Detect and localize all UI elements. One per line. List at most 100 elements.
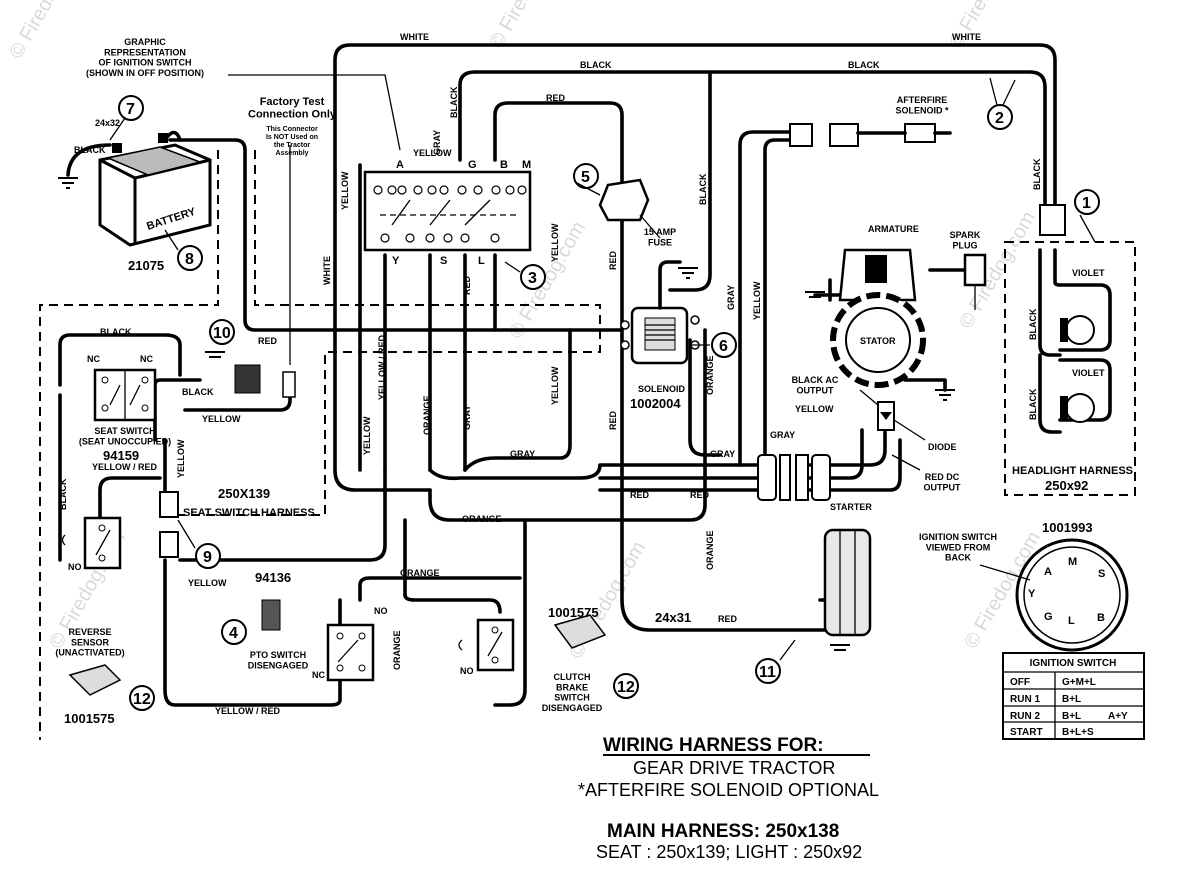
reverse-switch-schematic bbox=[61, 516, 122, 570]
label-line: BRAKE bbox=[556, 682, 588, 692]
svg-text:GRAY: GRAY bbox=[510, 449, 535, 459]
key-terminal-a: A bbox=[1044, 566, 1052, 578]
label-line: Connection Only bbox=[248, 109, 337, 121]
label-line: AFTERFIRE bbox=[897, 95, 948, 105]
label-line: FUSE bbox=[648, 237, 672, 247]
callout-5: 5 bbox=[573, 163, 599, 189]
svg-text:1: 1 bbox=[1082, 195, 1091, 212]
clutch-switch-schematic bbox=[458, 618, 515, 672]
solenoid-label: SOLENOID bbox=[638, 384, 686, 394]
svg-text:RED: RED bbox=[608, 250, 618, 270]
title-line3: *AFTERFIRE SOLENOID OPTIONAL bbox=[578, 780, 879, 800]
seat-harness-part: 250X139 bbox=[218, 486, 270, 501]
label-line: 15 AMP bbox=[644, 227, 676, 237]
watermark-text: © Firedog.com bbox=[5, 0, 90, 63]
svg-text:Y: Y bbox=[392, 255, 400, 267]
svg-text:BLACK: BLACK bbox=[74, 145, 106, 155]
ign-part: 1001993 bbox=[1042, 520, 1093, 535]
svg-text:YELLOW: YELLOW bbox=[752, 281, 762, 320]
svg-text:BLACK: BLACK bbox=[580, 60, 612, 70]
starter-label: STARTER bbox=[830, 502, 872, 512]
svg-text:10: 10 bbox=[213, 325, 231, 342]
harness-connector bbox=[757, 454, 831, 501]
svg-text:YELLOW: YELLOW bbox=[795, 404, 834, 414]
svg-text:ORANGE: ORANGE bbox=[705, 355, 715, 395]
title-line2: GEAR DRIVE TRACTOR bbox=[633, 758, 835, 778]
svg-text:START: START bbox=[1010, 727, 1043, 738]
seat-part: 94159 bbox=[103, 448, 139, 463]
svg-text:GRAY: GRAY bbox=[432, 130, 442, 155]
callouts: 1 2 3 4 5 6 7 8 9 10 11 12 12 bbox=[118, 95, 1100, 711]
label-line: SOLENOID * bbox=[895, 105, 949, 115]
diode bbox=[877, 401, 895, 431]
svg-text:BLACK: BLACK bbox=[182, 387, 214, 397]
svg-text:A: A bbox=[396, 159, 404, 171]
svg-text:24x32: 24x32 bbox=[95, 118, 120, 128]
label-line: PLUG bbox=[952, 240, 977, 250]
label-line: SENSOR bbox=[71, 637, 110, 647]
svg-text:RUN 2: RUN 2 bbox=[1010, 711, 1040, 722]
svg-text:GRAY: GRAY bbox=[770, 430, 795, 440]
ignition-key-view bbox=[1015, 538, 1129, 652]
svg-text:BLACK: BLACK bbox=[1028, 388, 1038, 420]
ground-symbols bbox=[58, 177, 955, 651]
callout-1: 1 bbox=[1074, 189, 1100, 215]
svg-text:YELLOW: YELLOW bbox=[413, 148, 452, 158]
svg-text:BLACK: BLACK bbox=[449, 86, 459, 118]
ignition-switch-graphic: A G B M Y S L YELLOW bbox=[363, 148, 532, 267]
svg-text:YELLOW: YELLOW bbox=[202, 414, 241, 424]
svg-text:9: 9 bbox=[203, 549, 212, 566]
svg-text:RED: RED bbox=[546, 93, 566, 103]
component-pictures bbox=[68, 364, 872, 696]
svg-text:S: S bbox=[440, 255, 447, 267]
callout-12-reverse: 12 bbox=[129, 685, 155, 711]
main-harness: MAIN HARNESS: 250x138 bbox=[607, 821, 839, 842]
svg-text:YELLOW: YELLOW bbox=[362, 416, 372, 455]
ignition-switch-table: IGNITION SWITCH OFF G+M+L RUN 1 B+L RUN … bbox=[1002, 652, 1145, 740]
svg-text:YELLOW / RED: YELLOW / RED bbox=[92, 462, 158, 472]
svg-text:ORANGE: ORANGE bbox=[462, 514, 502, 524]
seat-switch-label: SEAT SWITCH(SEAT UNOCCUPIED) bbox=[79, 426, 171, 446]
svg-text:12: 12 bbox=[617, 679, 635, 696]
label-line: OF IGNITION SWITCH bbox=[99, 58, 192, 68]
label-line: DISENGAGED bbox=[542, 703, 603, 713]
svg-text:NC: NC bbox=[87, 354, 100, 364]
armature bbox=[838, 248, 987, 310]
clutch-part: 1001575 bbox=[548, 605, 599, 620]
headlight-harness-label: HEADLIGHT HARNESS bbox=[1012, 465, 1133, 477]
seat-harness-label: SEAT SWITCH HARNESS bbox=[183, 507, 315, 519]
svg-text:RED: RED bbox=[690, 490, 710, 500]
svg-text:2: 2 bbox=[995, 110, 1004, 127]
label-line: This Connector bbox=[266, 126, 318, 133]
svg-text:ORANGE: ORANGE bbox=[422, 395, 432, 435]
armature-label: ARMATURE bbox=[868, 224, 919, 234]
label-line: RED DC bbox=[925, 472, 960, 482]
label-line: the Tractor bbox=[274, 142, 310, 149]
svg-text:NO: NO bbox=[374, 606, 388, 616]
label-line: SWITCH bbox=[554, 693, 590, 703]
seat-light-harness: SEAT : 250x139; LIGHT : 250x92 bbox=[596, 842, 862, 862]
svg-text:YELLOW: YELLOW bbox=[176, 439, 186, 478]
headlights bbox=[1039, 204, 1095, 423]
key-terminal-b: B bbox=[1097, 612, 1105, 624]
svg-text:BLACK: BLACK bbox=[848, 60, 880, 70]
label-line: OUTPUT bbox=[924, 482, 962, 492]
reverse-part: 1001575 bbox=[64, 711, 115, 726]
svg-text:ORANGE: ORANGE bbox=[705, 530, 715, 570]
svg-text:BLACK: BLACK bbox=[100, 327, 132, 337]
table-header: IGNITION SWITCH bbox=[1030, 658, 1117, 669]
title-block: WIRING HARNESS FOR: GEAR DRIVE TRACTOR *… bbox=[578, 735, 879, 862]
seat-switch bbox=[93, 368, 179, 558]
svg-text:G+M+L: G+M+L bbox=[1062, 677, 1096, 688]
label-line: DISENGAGED bbox=[248, 660, 309, 670]
svg-text:YELLOW: YELLOW bbox=[340, 171, 350, 210]
svg-text:ORANGE: ORANGE bbox=[392, 630, 402, 670]
svg-text:NC: NC bbox=[312, 670, 325, 680]
label-line: PTO SWITCH bbox=[250, 650, 306, 660]
